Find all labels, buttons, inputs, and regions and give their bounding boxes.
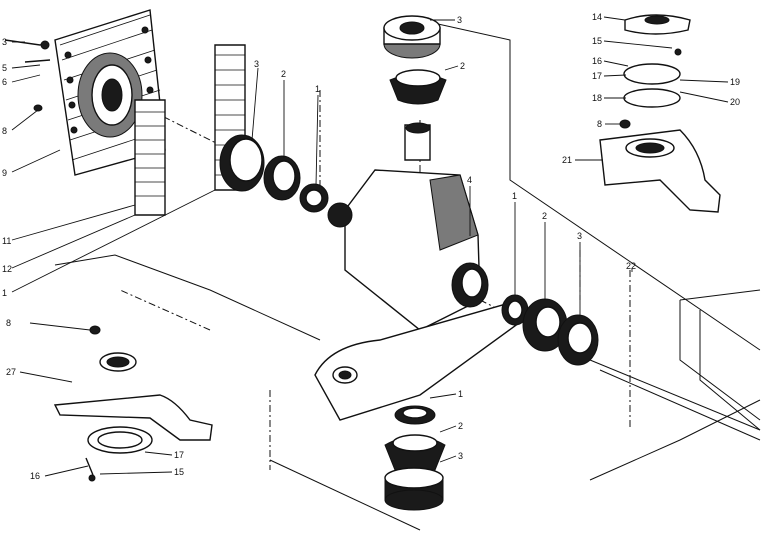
callout-lower-bolt: 15 [174, 467, 184, 477]
callout-knuckle: 4 [467, 175, 472, 185]
callout-lower-seal: 1 [458, 389, 463, 399]
lower-bearing-set [384, 405, 446, 511]
callout-lower-fitting: 8 [6, 318, 11, 328]
callout-gasket-top: 16 [592, 56, 602, 66]
lower-steering-arm [53, 325, 213, 482]
callout-flange-5: 5 [2, 63, 7, 73]
callout-shim-1: 1 [2, 288, 7, 298]
callout-flange-3: 3 [2, 37, 7, 47]
callout-shim-12: 12 [2, 264, 12, 274]
top-bearing-set [383, 15, 447, 105]
callout-pin-a: 19 [730, 77, 740, 87]
callout-right-seal: 1 [512, 191, 517, 201]
callout-shim-11: 11 [2, 236, 11, 246]
callout-left-seal: 1 [315, 84, 320, 94]
callouts: 3 2 3 2 1 4 1 2 3 1 2 3 14 15 16 17 18 1… [2, 12, 740, 481]
callout-lower-arm: 27 [6, 367, 16, 377]
callout-flange-8: 8 [2, 126, 7, 136]
callout-lower-gasket: 16 [30, 471, 40, 481]
callout-upper-fitting: 8 [597, 119, 602, 129]
callout-pin-b: 20 [730, 97, 740, 107]
callout-flange-6: 6 [2, 77, 7, 87]
steering-knuckle [314, 122, 531, 421]
flange-grease-fitting [33, 104, 43, 112]
callout-ring: 18 [592, 93, 602, 103]
upper-steering-arm [599, 14, 721, 213]
callout-left-bearing-cup: 3 [254, 59, 259, 69]
callout-cap: 14 [592, 12, 602, 22]
callout-cap-bolt: 15 [592, 36, 602, 46]
left-bearing-set [219, 134, 329, 213]
callout-top-bearing-cone: 2 [460, 61, 465, 71]
right-bearing-set [501, 294, 599, 366]
callout-right-bearing-cone: 2 [542, 211, 547, 221]
callout-lower-bearing-cone: 2 [458, 421, 463, 431]
callout-flange-9: 9 [2, 168, 7, 178]
callout-right-bearing-cup: 3 [577, 231, 582, 241]
callout-frame-line: 22 [626, 261, 636, 271]
callout-left-bearing-cone: 2 [281, 69, 286, 79]
callout-top-bearing-cup: 3 [457, 15, 462, 25]
callout-upper-arm: 21 [562, 155, 572, 165]
callout-lower-plate: 17 [174, 450, 184, 460]
callout-lower-bearing-cup: 3 [458, 451, 463, 461]
callout-plate: 17 [592, 71, 602, 81]
